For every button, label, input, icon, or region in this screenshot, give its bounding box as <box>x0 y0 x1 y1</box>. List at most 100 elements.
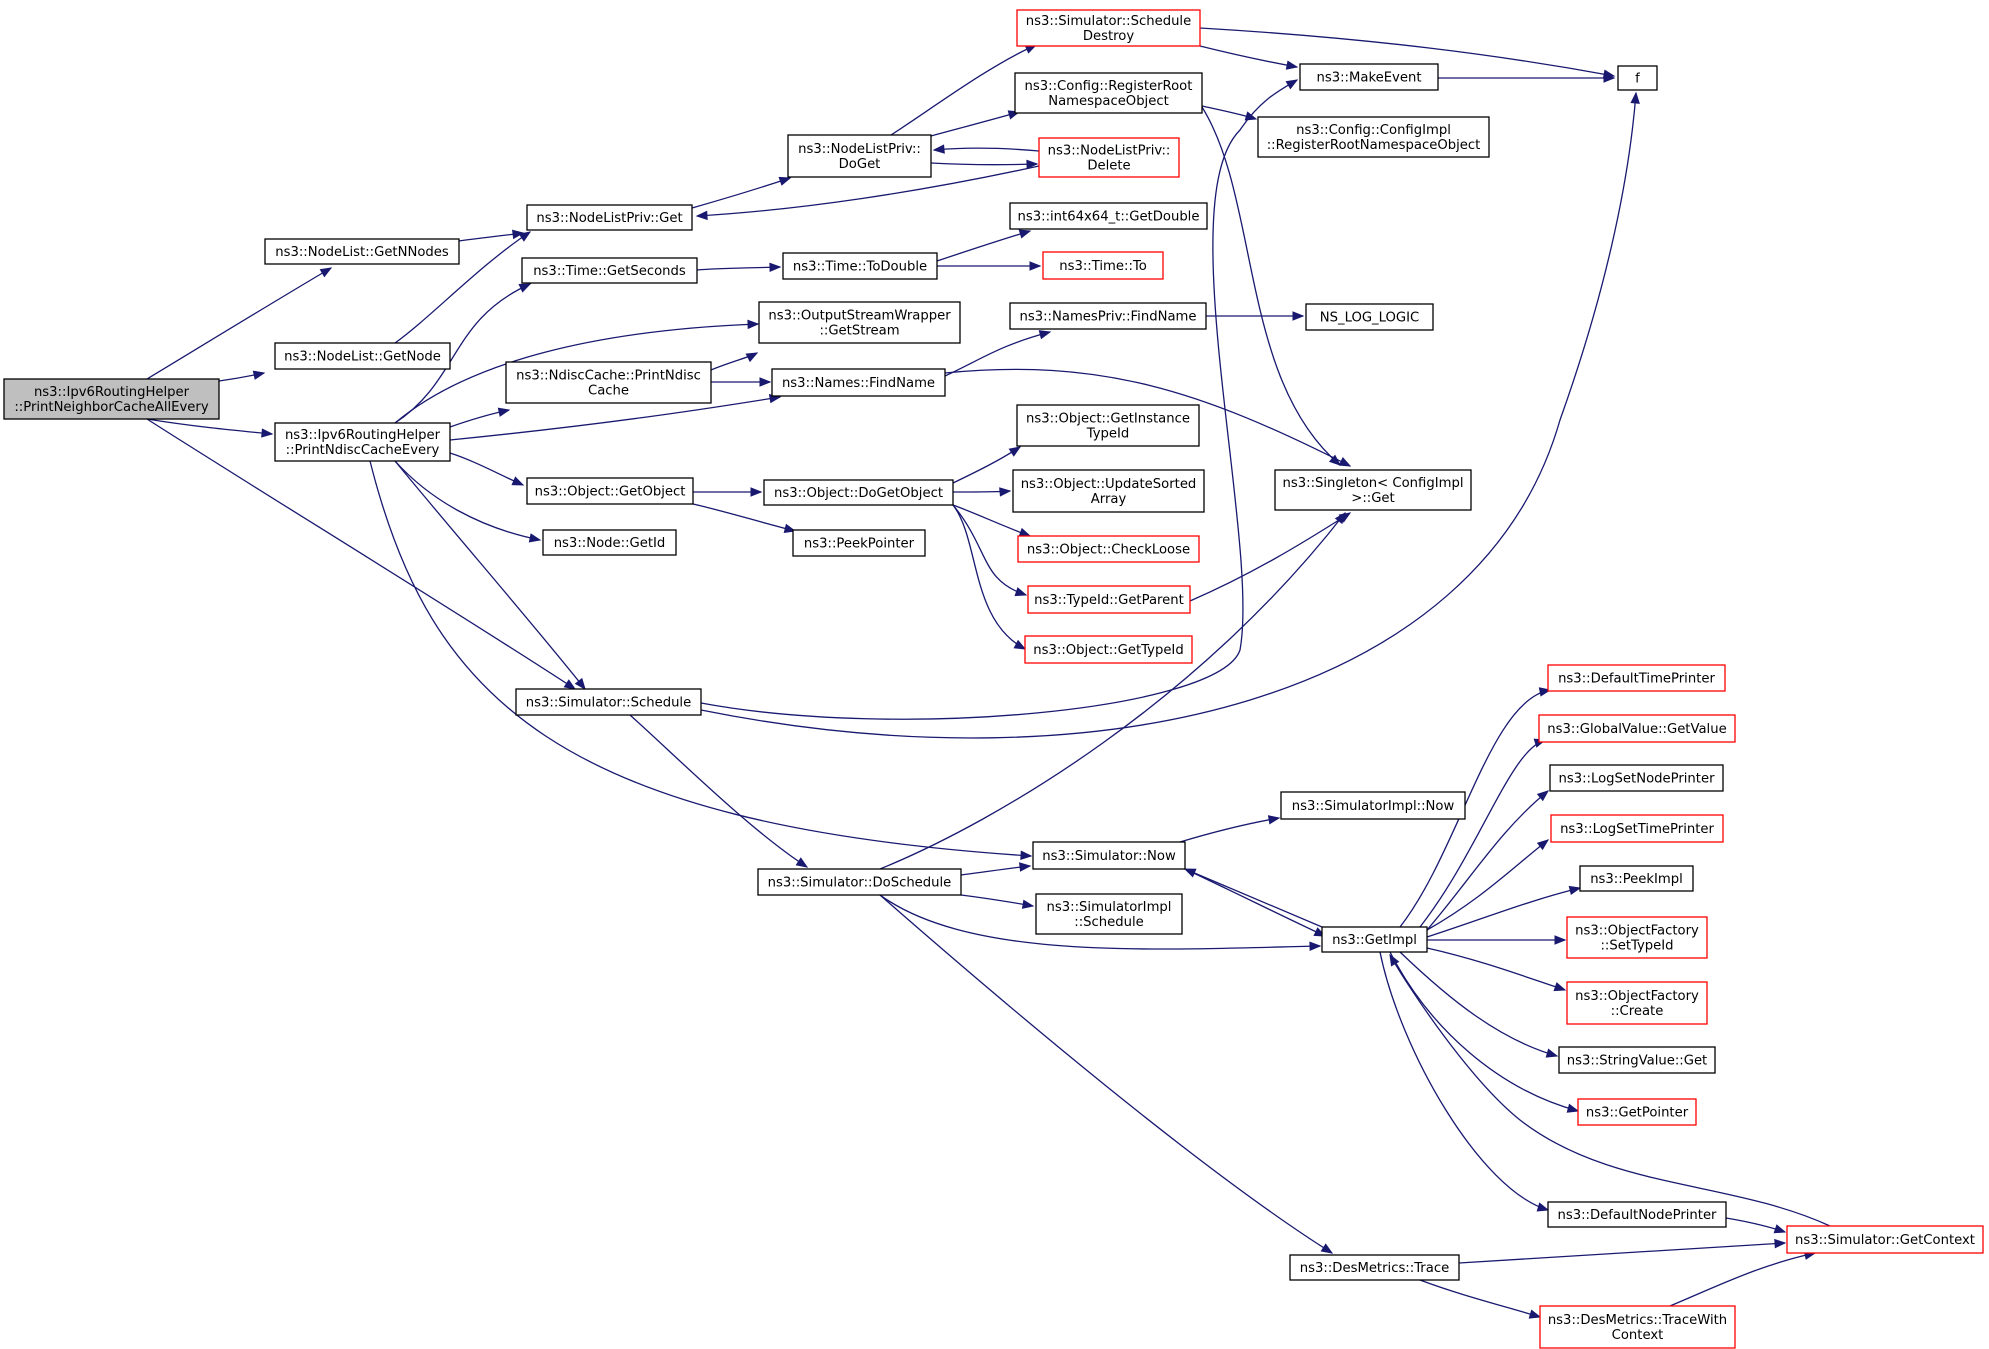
edge-line <box>1399 951 1558 1057</box>
node-label-line: ns3::StringValue::Get <box>1567 1054 1707 1069</box>
node-desmetrics-trace[interactable]: ns3::DesMetrics::Trace <box>1289 1254 1460 1281</box>
node-getpointer[interactable]: ns3::GetPointer <box>1577 1098 1697 1126</box>
node-box <box>1547 1201 1727 1228</box>
node-label-line: ns3::int64x64_t::GetDouble <box>1018 210 1200 225</box>
arrowhead-icon <box>1285 60 1299 70</box>
node-globalvalue-getvalue[interactable]: ns3::GlobalValue::GetValue <box>1538 714 1736 743</box>
node-osw-getstream[interactable]: ns3::OutputStreamWrapper::GetStream <box>758 301 961 344</box>
arrowhead-icon <box>747 319 760 330</box>
edge-root-to-printndisc_every <box>146 418 274 438</box>
node-box <box>1009 202 1208 230</box>
node-label-line: ns3::GetImpl <box>1332 933 1417 948</box>
node-objfactory-create[interactable]: ns3::ObjectFactory::Create <box>1566 981 1708 1025</box>
node-i64-getdouble[interactable]: ns3::int64x64_t::GetDouble <box>1009 202 1208 230</box>
edge-sim_doschedule-to-simimpl_schedule <box>960 894 1035 909</box>
arrowhead-icon <box>319 267 333 278</box>
node-cfgimpl-regroot[interactable]: ns3::Config::ConfigImpl::RegisterRootNam… <box>1257 116 1490 158</box>
node-f[interactable]: f <box>1617 65 1658 91</box>
node-singleton-get[interactable]: ns3::Singleton< ConfigImpl >::Get <box>1274 469 1472 511</box>
node-names-findname[interactable]: ns3::Names::FindName <box>771 368 946 397</box>
node-sim-doschedule[interactable]: ns3::Simulator::DoSchedule <box>757 868 962 896</box>
node-label-line: ns3::OutputStreamWrapper <box>768 309 951 324</box>
node-time-getseconds[interactable]: ns3::Time::GetSeconds <box>521 257 698 284</box>
node-nl-getnode[interactable]: ns3::NodeList::GetNode <box>274 342 451 370</box>
node-printndisc-every[interactable]: ns3::Ipv6RoutingHelper::PrintNdiscCacheE… <box>274 422 451 462</box>
node-obj-checkloose[interactable]: ns3::Object::CheckLoose <box>1017 535 1200 563</box>
edge-names_findname-to-singleton_get <box>944 368 1352 467</box>
node-peekpointer[interactable]: ns3::PeekPointer <box>792 529 926 557</box>
arrowhead-icon <box>518 283 532 293</box>
arrowhead-icon <box>1008 446 1022 457</box>
node-time-to[interactable]: ns3::Time::To <box>1042 251 1164 280</box>
node-box <box>1027 585 1191 614</box>
node-sim-schedule[interactable]: ns3::Simulator::Schedule <box>515 688 702 716</box>
arrowhead-icon <box>1038 330 1052 340</box>
node-obj-getobject[interactable]: ns3::Object::GetObject <box>526 477 694 505</box>
edge-line <box>629 714 808 868</box>
node-getimpl[interactable]: ns3::GetImpl <box>1321 926 1428 953</box>
node-time-todouble[interactable]: ns3::Time::ToDouble <box>782 252 938 280</box>
node-cfg-regroot[interactable]: ns3::Config::RegisterRootNamespaceObject <box>1014 72 1203 114</box>
node-node-getid[interactable]: ns3::Node::GetId <box>542 529 677 556</box>
node-label-line: ns3::Names::FindName <box>782 376 935 391</box>
edge-defaultnodeprinter-to-sim_getcontext <box>1725 1217 1787 1234</box>
edge-root-to-nl_getnnodes <box>146 267 333 380</box>
edge-getimpl-to-defaulttimeprinter <box>1399 687 1552 928</box>
node-logsetnodeprinter[interactable]: ns3::LogSetNodePrinter <box>1549 764 1724 792</box>
node-box <box>763 479 954 506</box>
node-box <box>792 529 926 557</box>
node-obj-dogetobject[interactable]: ns3::Object::DoGetObject <box>763 479 954 506</box>
node-nlp-get[interactable]: ns3::NodeListPriv::Get <box>526 204 693 231</box>
edge-time_getseconds-to-time_todouble <box>696 262 782 273</box>
edge-getimpl-to-objfactory_settypeid <box>1427 935 1567 945</box>
edge-sim_schedule-to-sim_doschedule <box>629 714 809 868</box>
node-simimpl-now[interactable]: ns3::SimulatorImpl::Now <box>1280 791 1466 820</box>
node-peekimpl[interactable]: ns3::PeekImpl <box>1579 865 1694 892</box>
node-ndisc-print[interactable]: ns3::NdiscCache::PrintNdiscCache <box>505 361 712 404</box>
edge-line <box>1389 951 1579 1112</box>
node-label-line: TypeId <box>1086 427 1130 442</box>
node-label-line: ns3::Singleton< ConfigImpl <box>1283 476 1464 491</box>
edge-getimpl-to-logsettimeprinter <box>1426 839 1550 931</box>
node-defaultnodeprinter[interactable]: ns3::DefaultNodePrinter <box>1547 1201 1727 1228</box>
node-stringvalue-get[interactable]: ns3::StringValue::Get <box>1558 1046 1716 1074</box>
node-namespriv-findname[interactable]: ns3::NamesPriv::FindName <box>1009 302 1207 330</box>
node-label-line: ns3::NodeListPriv:: <box>798 142 921 157</box>
node-box <box>1038 137 1180 178</box>
edge-obj_getobject-to-peekpointer <box>692 503 797 533</box>
node-defaulttimeprinter[interactable]: ns3::DefaultTimePrinter <box>1547 664 1726 692</box>
node-label-line: NS_LOG_LOGIC <box>1320 311 1419 326</box>
node-label-line: ns3::Simulator::DoSchedule <box>768 876 952 891</box>
node-simimpl-schedule[interactable]: ns3::SimulatorImpl::Schedule <box>1035 893 1183 935</box>
edge-obj_dogetobject-to-obj_gettypeid <box>952 504 1027 650</box>
arrowhead-icon <box>795 857 809 868</box>
arrowhead-icon <box>1309 941 1322 951</box>
node-box <box>1305 303 1434 331</box>
edge-ndisc_print-to-osw_getstream <box>710 352 759 371</box>
arrowhead-icon <box>1536 790 1550 802</box>
node-ns-log-logic[interactable]: NS_LOG_LOGIC <box>1305 303 1434 331</box>
node-makeevent[interactable]: ns3::MakeEvent <box>1299 63 1439 91</box>
node-nlp-doget[interactable]: ns3::NodeListPriv::DoGet <box>787 134 932 178</box>
node-label-line: ns3::PeekImpl <box>1590 872 1683 887</box>
node-logsettimeprinter[interactable]: ns3::LogSetTimePrinter <box>1550 814 1724 843</box>
edge-getimpl-to-getpointer <box>1389 951 1580 1113</box>
node-sim-getcontext[interactable]: ns3::Simulator::GetContext <box>1786 1225 1984 1254</box>
node-label-line: ns3::NdiscCache::PrintNdisc <box>516 369 701 384</box>
arrowhead-icon <box>1536 839 1550 851</box>
node-nl-getnnodes[interactable]: ns3::NodeList::GetNNodes <box>264 238 460 265</box>
arrowhead-icon <box>1338 457 1352 467</box>
node-obj-gettypeid[interactable]: ns3::Object::GetTypeId <box>1024 635 1193 664</box>
node-typeid-getparent[interactable]: ns3::TypeId::GetParent <box>1027 585 1191 614</box>
edge-line <box>1379 951 1549 1211</box>
node-nlp-delete[interactable]: ns3::NodeListPriv::Delete <box>1038 137 1180 178</box>
node-label-line: ns3::Time::ToDouble <box>793 260 927 275</box>
node-sim-now[interactable]: ns3::Simulator::Now <box>1032 841 1186 870</box>
node-objfactory-settypeid[interactable]: ns3::ObjectFactory::SetTypeId <box>1566 916 1708 959</box>
edge-line <box>394 460 541 541</box>
